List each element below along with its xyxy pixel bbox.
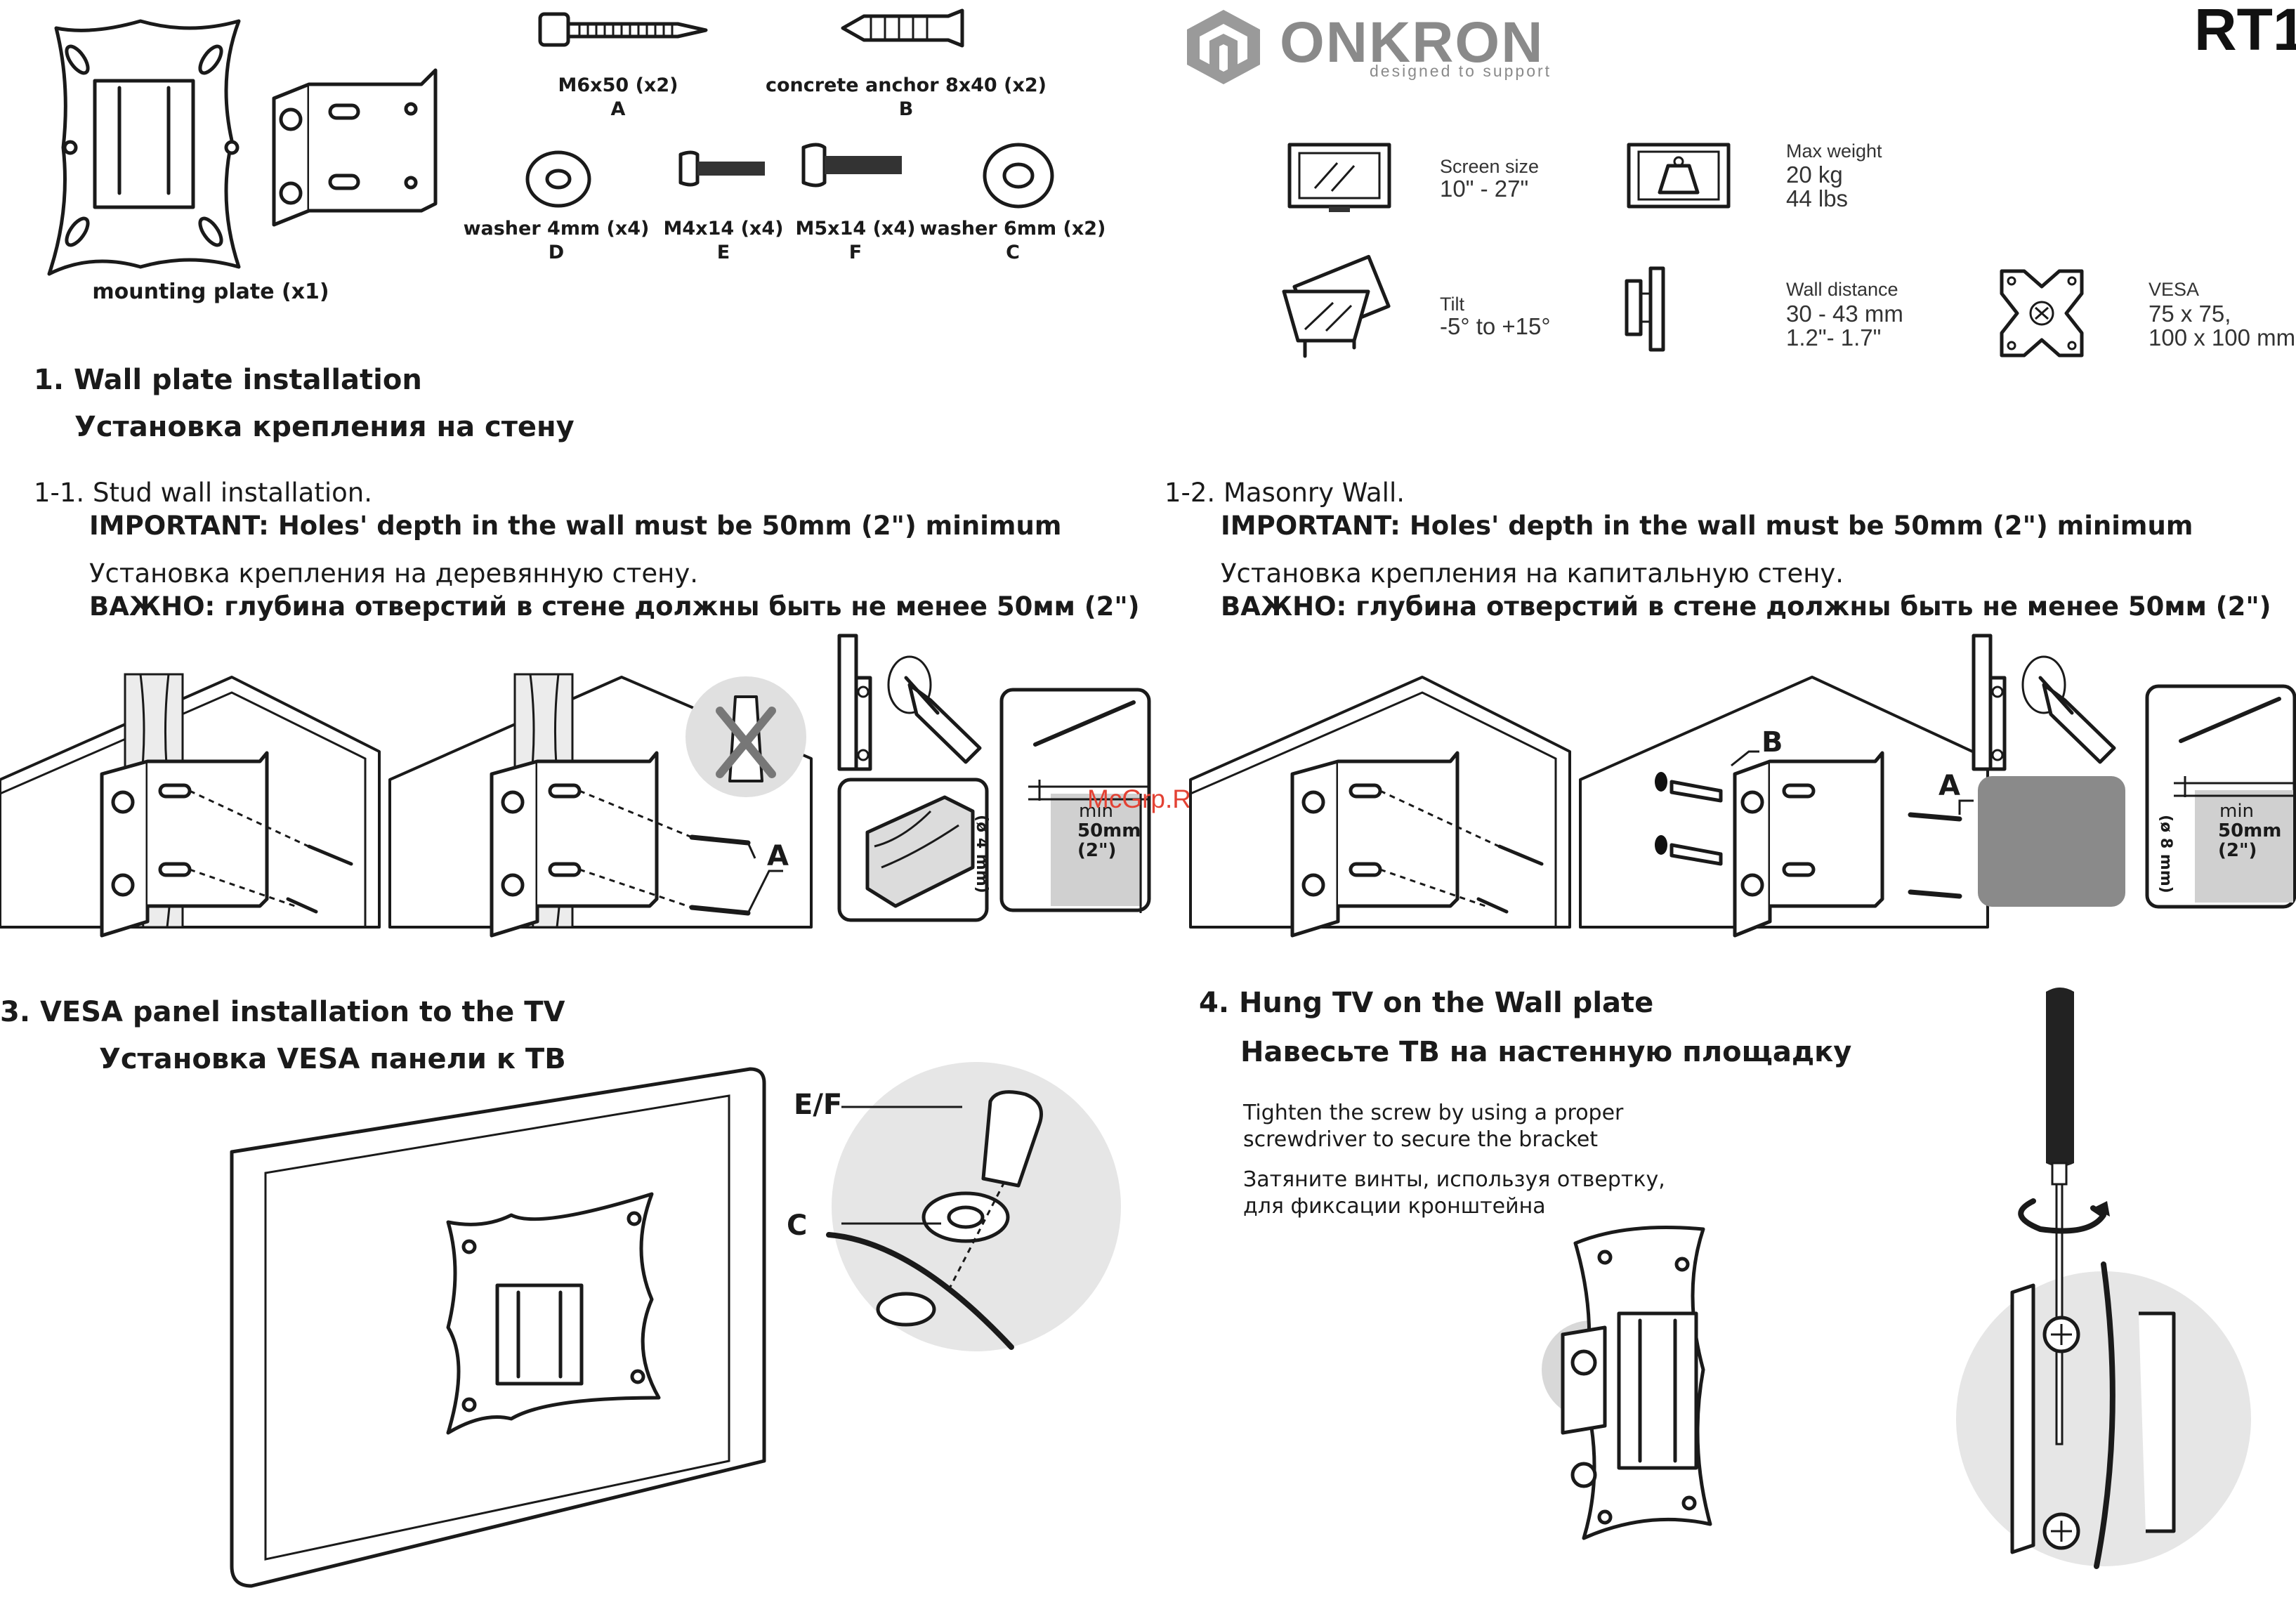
section4-title: 4. Hung TV on the Wall plate xyxy=(1199,987,1654,1019)
spec-wall-label: Wall distance xyxy=(1786,279,1898,300)
part-c-letter: C xyxy=(1006,242,1020,263)
stud-important: IMPORTANT: Holes' depth in the wall must… xyxy=(89,511,1062,541)
part-a-letter: A xyxy=(610,98,626,120)
weight-icon xyxy=(1627,143,1731,209)
masonry-step1-illustration xyxy=(1189,676,1571,938)
spec-tilt-label: Tilt xyxy=(1440,294,1464,315)
stud-drill-size: (ø 4 mm) xyxy=(973,815,990,893)
tv-vesa-illustration xyxy=(230,1067,766,1588)
part-c-label: washer 6mm (x2) xyxy=(919,218,1106,240)
masonry-drill-size: (ø 8 mm) xyxy=(2157,815,2174,893)
screw-e-icon xyxy=(678,150,765,187)
spec-wall-in: 1.2"- 1.7" xyxy=(1786,324,1882,350)
anchor-b-icon xyxy=(841,8,964,48)
spec-screen-value: 10" - 27" xyxy=(1440,176,1529,202)
callout-lines xyxy=(841,1106,962,1225)
spec-wall-mm: 30 - 43 mm xyxy=(1786,301,1903,327)
masonry-min: min xyxy=(2219,801,2255,822)
wall-distance-icon xyxy=(1625,266,1665,352)
tilt-icon xyxy=(1282,254,1391,358)
section3-title: 3. VESA panel installation to the TV xyxy=(0,996,565,1028)
part-f-label: M5x14 (x4) xyxy=(795,218,916,240)
screw-f-icon xyxy=(801,143,902,188)
spec-screen-label: Screen size xyxy=(1440,156,1540,177)
masonry-min-in: (2") xyxy=(2218,840,2257,861)
stud-min: min xyxy=(1079,801,1114,822)
stud-step2-illustration xyxy=(388,673,813,938)
onkron-logo-icon xyxy=(1187,10,1260,84)
stud-depth-detail xyxy=(999,688,1151,913)
masonry-label-a: A xyxy=(1939,770,1960,802)
label-c: C xyxy=(787,1209,808,1242)
spec-vesa-line2: 100 x 100 mm xyxy=(2149,324,2296,350)
spec-vesa-line1: 75 x 75, xyxy=(2149,301,2231,327)
washer-d-icon xyxy=(525,150,591,208)
washer-detail-circle xyxy=(826,1062,1121,1351)
section4-ru-line1: Затяните винты, используя отвертку, xyxy=(1243,1167,1665,1192)
stud-min-mm: 50mm xyxy=(1077,820,1141,841)
spec-weight-lbs: 44 lbs xyxy=(1786,185,1849,211)
watermark: McGrp.Ru xyxy=(1087,785,1206,813)
masonry-important: IMPORTANT: Holes' depth in the wall must… xyxy=(1221,511,2193,541)
stud-step1-illustration xyxy=(0,673,381,938)
masonry-depth-detail xyxy=(2145,684,2296,909)
part-d-letter: D xyxy=(548,242,565,263)
masonry-step2-illustration xyxy=(1579,676,1989,938)
masonry-title: 1-2. Masonry Wall. xyxy=(1165,478,1405,508)
masonry-ru-important: ВАЖНО: глубина отверстий в стене должны … xyxy=(1221,591,2271,622)
spec-weight-label: Max weight xyxy=(1786,140,1882,162)
section4-en-line1: Tighten the screw by using a proper xyxy=(1243,1101,1624,1125)
tv-hung-illustration xyxy=(1542,1226,1712,1540)
stud-ru: Установка крепления на деревянную стену. xyxy=(89,558,698,589)
part-a-label: M6x50 (x2) xyxy=(558,74,678,96)
mounting-plate-illustration xyxy=(47,19,241,276)
part-mounting-plate-label: mounting plate (x1) xyxy=(92,280,329,304)
part-e-letter: E xyxy=(716,242,730,263)
masonry-ru: Установка крепления на капитальную стену… xyxy=(1221,558,1844,589)
section1-title-ru: Установка крепления на стену xyxy=(74,411,575,443)
section4-ru-line2: для фиксации кронштейна xyxy=(1243,1194,1546,1219)
masonry-label-b: B xyxy=(1762,726,1783,759)
washer-c-icon xyxy=(983,143,1054,209)
screen-size-icon xyxy=(1287,143,1391,212)
spec-tilt-value: -5° to +15° xyxy=(1440,313,1551,339)
masonry-min-mm: 50mm xyxy=(2218,820,2282,841)
spec-vesa-label: VESA xyxy=(2149,279,2200,300)
masonry-drill-detail xyxy=(1972,634,2125,907)
no-anchor-icon xyxy=(685,676,806,797)
vesa-icon xyxy=(2000,269,2084,358)
part-b-letter: B xyxy=(898,98,914,120)
stud-label-a: A xyxy=(767,840,789,872)
wall-bracket-illustration xyxy=(272,68,438,227)
part-d-label: washer 4mm (x4) xyxy=(463,218,650,240)
brand-tagline: designed to support xyxy=(1370,62,1552,80)
section1-title: 1. Wall plate installation xyxy=(34,364,422,396)
model-code: RT1 xyxy=(2194,0,2296,63)
stud-drill-detail xyxy=(837,634,989,922)
screw-a-icon xyxy=(538,12,708,47)
stud-title: 1-1. Stud wall installation. xyxy=(34,478,372,508)
part-b-label: concrete anchor 8x40 (x2) xyxy=(765,74,1047,96)
section4-title-ru: Навесьте ТВ на настенную площадку xyxy=(1240,1036,1852,1068)
section4-en-line2: screwdriver to secure the bracket xyxy=(1243,1127,1599,1152)
section3-title-ru: Установка VESA панели к ТВ xyxy=(99,1043,566,1075)
screwdriver-detail-circle xyxy=(1956,988,2251,1569)
stud-min-in: (2") xyxy=(1077,840,1117,861)
stud-ru-important: ВАЖНО: глубина отверстий в стене должны … xyxy=(89,591,1140,622)
part-e-label: M4x14 (x4) xyxy=(663,218,784,240)
label-ef: E/F xyxy=(794,1089,843,1121)
part-f-letter: F xyxy=(848,242,862,263)
brand-name: ONKRON xyxy=(1280,11,1544,74)
spec-weight-kg: 20 kg xyxy=(1786,162,1843,188)
